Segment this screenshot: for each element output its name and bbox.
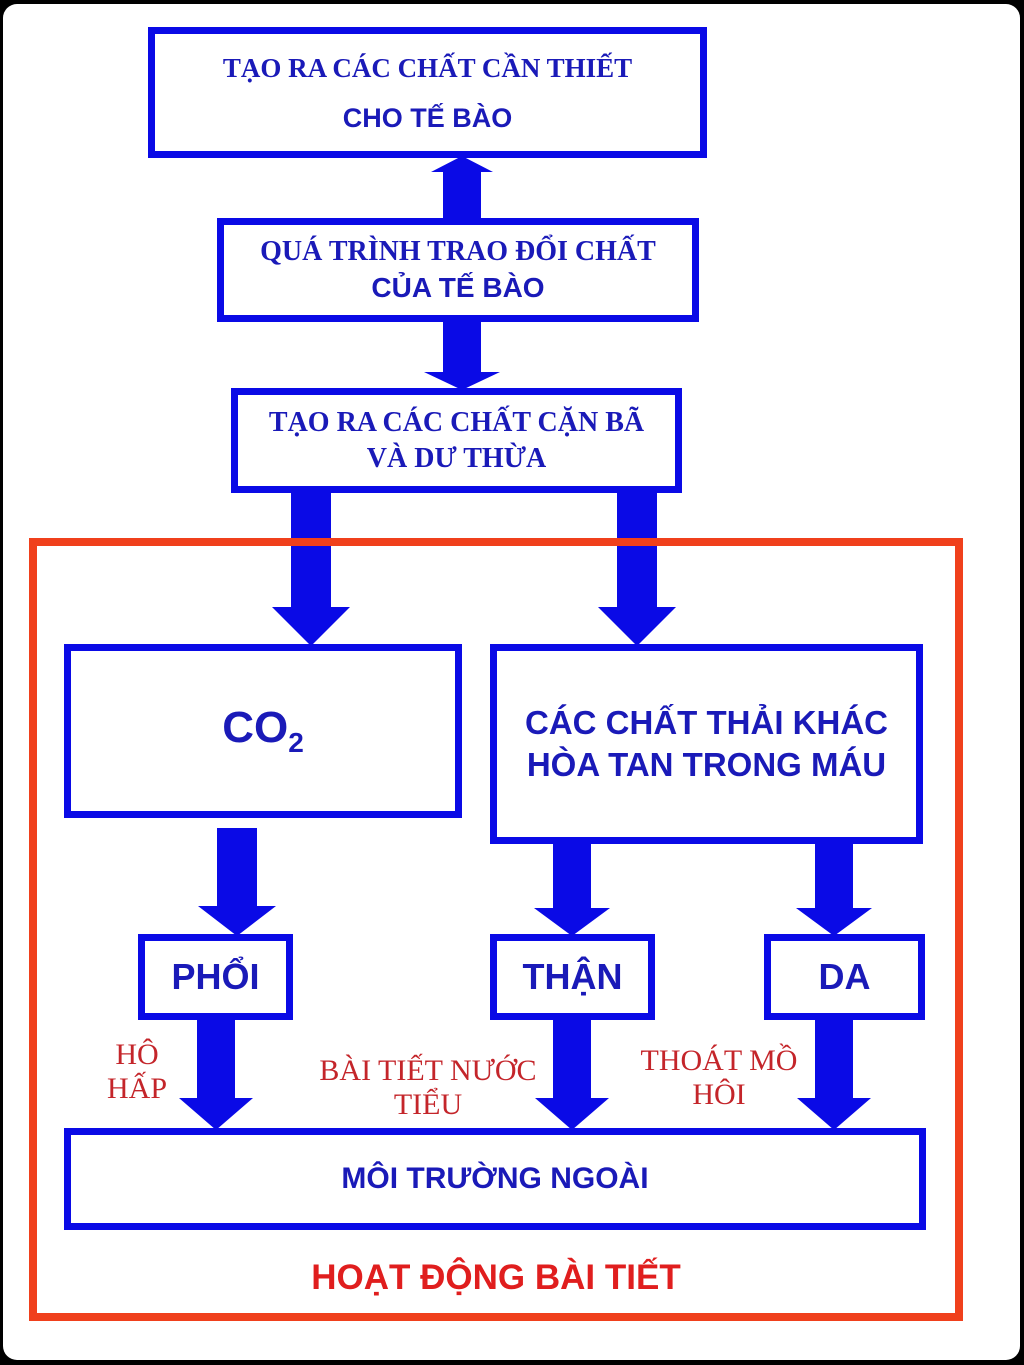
box-waste-products: TẠO RA CÁC CHẤT CẶN BÃ VÀ DƯ THỪA xyxy=(231,388,682,493)
sweat-line1: THOÁT MỒ xyxy=(640,1044,798,1077)
environment-label: MÔI TRƯỜNG NGOÀI xyxy=(341,1162,649,1195)
lungs-label: PHỔI xyxy=(171,956,260,997)
frame-title: HOẠT ĐỘNG BÀI TIẾT xyxy=(311,1258,681,1297)
box-metabolism: QUÁ TRÌNH TRAO ĐỔI CHẤT CỦA TẾ BÀO xyxy=(217,218,699,322)
arrow-skin-to-environment xyxy=(797,1016,871,1130)
arrow-waste-to-co2 xyxy=(272,490,350,646)
top-line2: CHO TẾ BÀO xyxy=(342,102,513,133)
arrow-metabolism-to-waste xyxy=(424,318,500,390)
kidney-label: THẬN xyxy=(522,956,623,997)
waste-line2: VÀ DƯ THỪA xyxy=(366,442,547,474)
box-external-environment: MÔI TRƯỜNG NGOÀI xyxy=(64,1128,926,1230)
sweat-line2: HÔI xyxy=(692,1078,746,1111)
arrow-other-to-kidney xyxy=(534,842,610,936)
box-skin: DA xyxy=(764,934,925,1020)
waste-line1: TẠO RA CÁC CHẤT CẶN BÃ xyxy=(268,406,645,438)
arrow-co2-to-lungs xyxy=(198,828,276,936)
box-kidney: THẬN xyxy=(490,934,655,1020)
box-other-waste: CÁC CHẤT THẢI KHÁC HÒA TAN TRONG MÁU xyxy=(490,644,923,844)
label-sweat: THOÁT MỒ HÔI xyxy=(624,1044,814,1112)
co2-label: CO2 xyxy=(222,703,304,759)
arrow-lungs-to-environment xyxy=(179,1016,253,1130)
arrow-other-to-skin xyxy=(796,842,872,936)
box-create-needed-substances: TẠO RA CÁC CHẤT CẦN THIẾT CHO TẾ BÀO xyxy=(148,27,707,158)
urine-line1: BÀI TIẾT NƯỚC xyxy=(319,1054,537,1087)
arrow-kidney-to-environment xyxy=(535,1016,609,1130)
arrow-up-to-top xyxy=(431,156,493,222)
excretion-frame xyxy=(29,538,963,1321)
metabolism-line1: QUÁ TRÌNH TRAO ĐỔI CHẤT xyxy=(260,236,656,267)
co2-main: CO xyxy=(222,703,289,753)
box-lungs: PHỔI xyxy=(138,934,293,1020)
box-co2: CO2 xyxy=(64,644,462,818)
breathing-line2: HẤP xyxy=(106,1072,167,1105)
label-breathing: HÔ HẤP xyxy=(92,1038,182,1106)
other-waste-line2: HÒA TAN TRONG MÁU xyxy=(526,746,887,783)
metabolism-line2: CỦA TẾ BÀO xyxy=(371,272,545,303)
other-waste-line1: CÁC CHẤT THẢI KHÁC xyxy=(525,704,888,741)
top-line1: TẠO RA CÁC CHẤT CẦN THIẾT xyxy=(222,52,633,83)
arrow-waste-to-other xyxy=(598,490,676,646)
skin-label: DA xyxy=(818,956,871,997)
co2-subscript: 2 xyxy=(288,726,304,758)
urine-line2: TIỂU xyxy=(393,1088,463,1121)
label-urine: BÀI TIẾT NƯỚC TIỂU xyxy=(300,1054,556,1122)
breathing-line1: HÔ xyxy=(115,1038,159,1071)
